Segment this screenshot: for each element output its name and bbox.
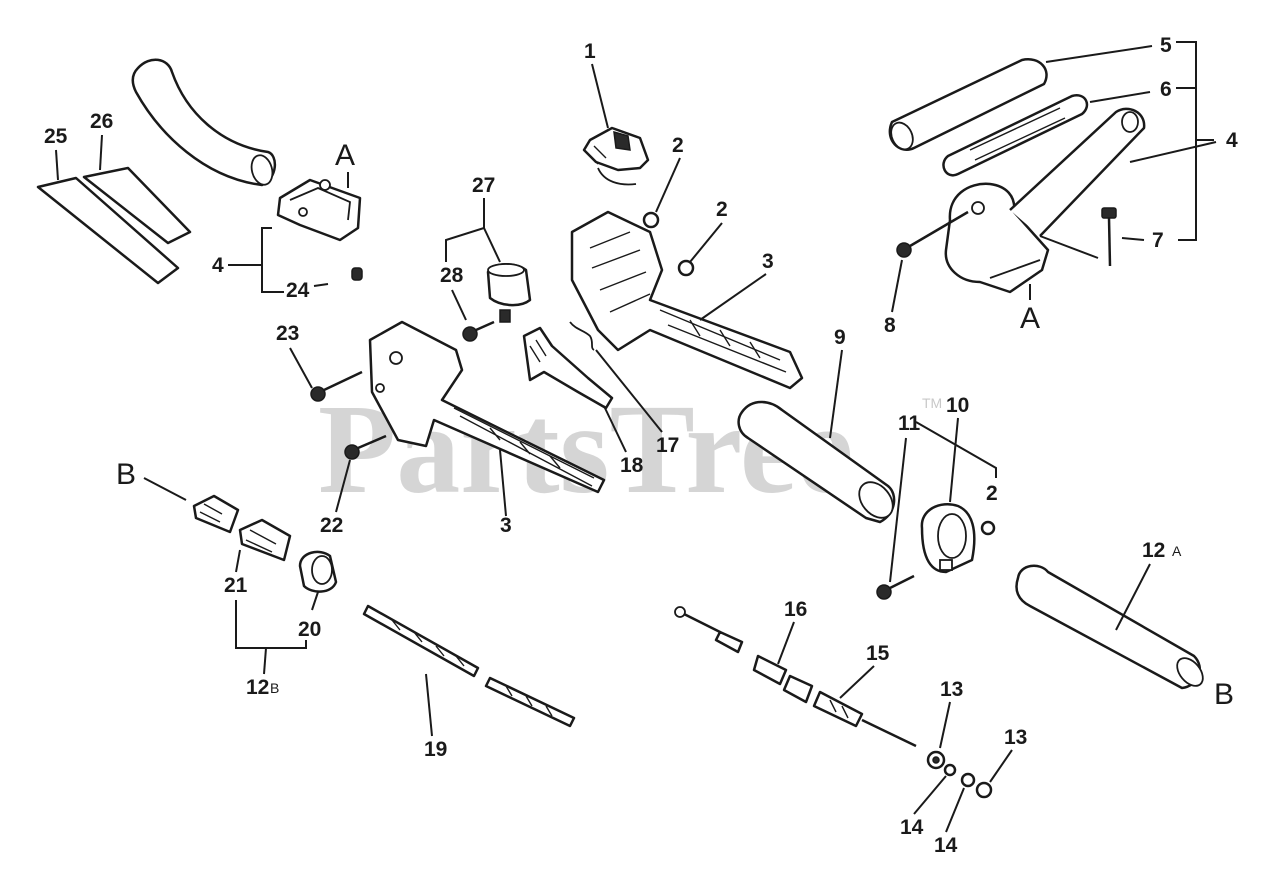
label-16: 16 [784,598,807,621]
decal-25 [36,176,180,285]
clamp-10 [920,503,976,574]
label-25: 25 [44,125,68,148]
grip-5 [888,58,1048,151]
throttle-cable-15 [674,606,917,748]
screw-11 [876,574,915,600]
letter-B-left: B [116,458,136,491]
washer-14a [943,763,957,777]
trigger-18 [522,326,614,410]
label-23: 23 [276,322,299,345]
label-4-right: 4 [1226,129,1238,152]
nut-13b [975,781,993,799]
label-7: 7 [1152,229,1164,252]
handle-housing-3 [570,210,804,390]
label-14-b: 14 [934,834,958,857]
bushing-20 [298,550,338,593]
label-17: 17 [656,434,679,457]
label-2-c: 2 [986,482,998,505]
label-1: 1 [584,40,596,63]
screw-7 [1101,207,1117,267]
switch-1 [582,126,650,186]
handle-4-right [944,107,1146,294]
screw-28 [462,320,495,342]
label-10: 10 [946,394,969,417]
letter-B-right: B [1214,678,1234,711]
spring-17 [569,321,595,351]
label-20: 20 [298,618,321,641]
label-8: 8 [884,314,896,337]
washer-14b [960,772,976,788]
label-9: 9 [834,326,846,349]
label-26: 26 [90,110,113,133]
watermark-tm: TM [922,395,942,411]
screw-8 [896,210,969,258]
clamp-27 [486,263,532,323]
coupler-21 [238,518,292,562]
label-15: 15 [866,642,890,665]
label-2-a: 2 [672,134,684,157]
nut-2a [642,211,660,229]
label-4-left: 4 [212,254,224,277]
handle-housing-3-lower [368,320,606,494]
letter-A-left: A [335,139,355,172]
nut-2b [677,259,695,277]
label-5: 5 [1160,34,1172,57]
label-3-top: 3 [762,250,774,273]
label-19: 19 [424,738,447,761]
screw-22 [344,434,387,460]
grip-liner-6 [942,94,1089,177]
clamp-left [276,178,363,281]
coupler-21a [192,494,240,534]
label-28: 28 [440,264,464,287]
label-22: 22 [320,514,343,537]
label-24: 24 [286,279,310,302]
drive-shaft-19 [362,604,576,728]
label-2-b: 2 [716,198,728,221]
label-6: 6 [1160,78,1172,101]
label-13-a: 13 [940,678,963,701]
tube-12a [1015,564,1204,690]
label-11: 11 [898,412,921,435]
label-27: 27 [472,174,495,197]
nut-2c [980,520,996,536]
decal-26 [82,166,192,245]
label-18: 18 [620,454,644,477]
sleeve-16 [752,654,788,686]
label-14-a: 14 [900,816,924,839]
nut-13a [926,750,946,770]
label-12a: 12 [1142,539,1165,562]
tube-9 [737,400,896,524]
label-12a-suffix: A [1172,543,1182,559]
screw-23 [310,370,363,402]
label-12b: 12 [246,676,269,699]
label-13-b: 13 [1004,726,1027,749]
curved-tube [131,58,276,187]
label-21: 21 [224,574,248,597]
label-12b-suffix: B [270,680,279,696]
label-3-bottom: 3 [500,514,512,537]
letter-A-right: A [1020,302,1040,335]
